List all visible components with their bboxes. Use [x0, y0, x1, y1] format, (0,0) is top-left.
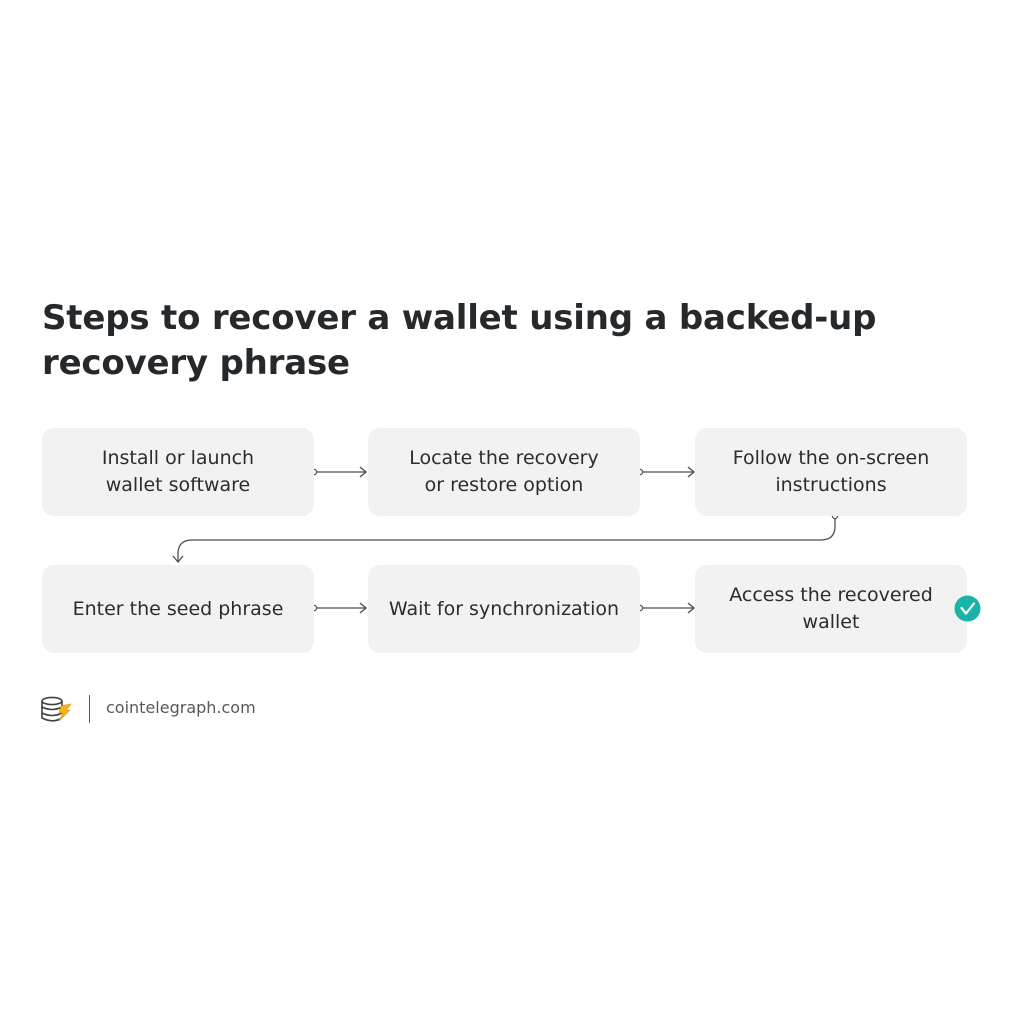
footer-divider — [89, 695, 90, 723]
step-box-5: Wait for synchronization — [368, 565, 640, 653]
footer-site-name: cointelegraph.com — [106, 698, 256, 717]
connector-1-to-2 — [310, 466, 368, 478]
cointelegraph-logo-icon — [41, 696, 72, 722]
step-label-5: Wait for synchronization — [388, 597, 620, 620]
connector-4-to-5 — [310, 602, 368, 614]
step-box-4: Enter the seed phrase — [42, 565, 314, 653]
step-label-4: Enter the seed phrase — [72, 597, 284, 620]
connector-2-to-3 — [636, 466, 696, 478]
connector-5-to-6 — [636, 602, 696, 614]
checkmark-icon — [954, 595, 981, 622]
diagram-title: Steps to recover a wallet using a backed… — [42, 298, 877, 383]
connector-3-to-4 — [172, 512, 839, 564]
